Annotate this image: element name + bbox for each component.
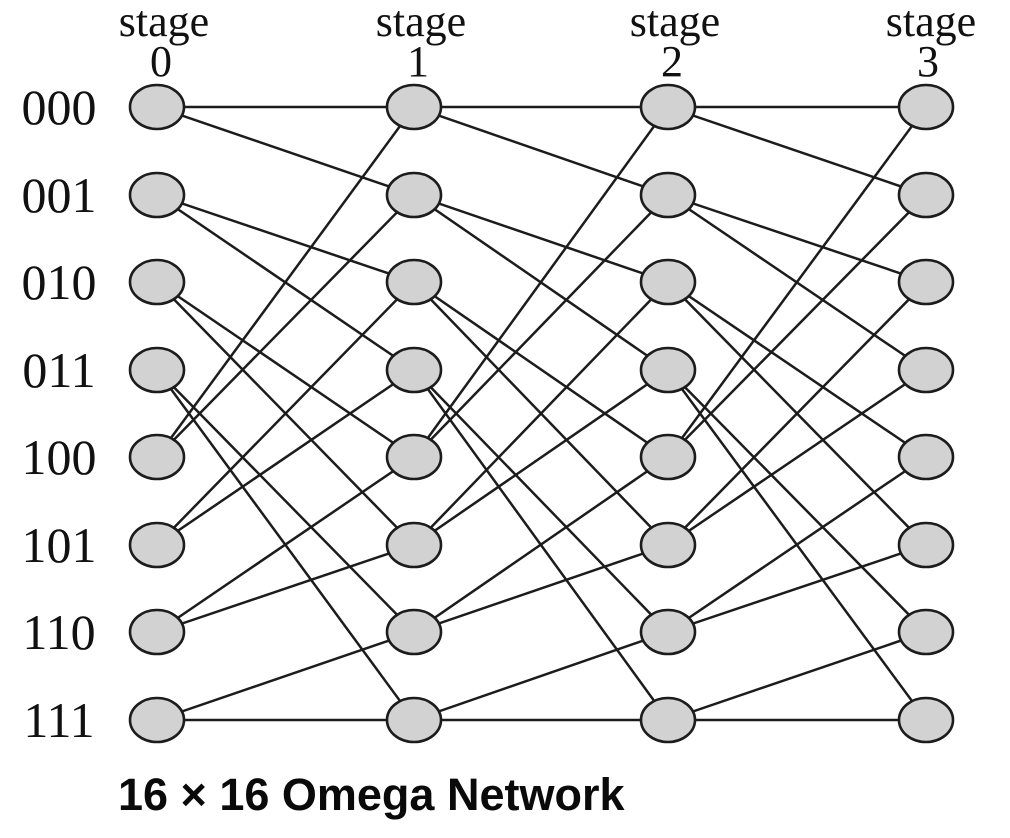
- switch-node-stage2-row100: [639, 433, 697, 481]
- edge-gap1-3-to-6: [413, 369, 669, 633]
- switch-node-stage2-row101: [639, 521, 697, 569]
- edge-gap2-0-to-1: [667, 105, 927, 197]
- edge-gap0-3-to-6: [156, 369, 415, 633]
- edge-gap0-4-to-0: [155, 106, 416, 458]
- switch-node-stage1-row000: [385, 83, 443, 131]
- switch-node-stage0-row011: [128, 346, 186, 394]
- row-label-2: 010: [22, 254, 97, 310]
- stage-0-number: 0: [150, 37, 172, 86]
- switch-node-stage1-row011: [385, 346, 443, 394]
- switch-node-stage2-row011: [639, 346, 697, 394]
- shuffle-edges-layer: [155, 105, 928, 722]
- edge-gap2-4-to-0: [666, 106, 928, 458]
- switch-node-stage1-row100: [385, 433, 443, 481]
- switch-node-stage2-row000: [639, 83, 697, 131]
- row-label-0: 000: [22, 79, 97, 135]
- edge-gap1-1-to-2: [413, 193, 669, 284]
- switch-node-stage3-row011: [897, 346, 955, 394]
- edge-gap1-5-to-2: [413, 281, 669, 546]
- edge-gap0-0-to-1: [156, 105, 415, 197]
- row-label-6: 110: [22, 604, 95, 660]
- switch-node-stage0-row000: [128, 83, 186, 131]
- edge-gap2-5-to-2: [667, 281, 927, 546]
- row-labels: 000 001 010 011 100 101 110 111: [22, 79, 97, 748]
- edge-gap1-6-to-4: [413, 455, 669, 634]
- switch-node-stage1-row111: [385, 696, 443, 744]
- row-label-1: 001: [22, 167, 97, 223]
- switch-node-stage0-row111: [128, 696, 186, 744]
- stage-3-number: 3: [917, 37, 939, 86]
- row-label-7: 111: [23, 692, 94, 748]
- edge-gap1-4-to-0: [412, 106, 670, 458]
- edge-gap1-5-to-3: [413, 368, 669, 547]
- switch-node-stage3-row111: [897, 696, 955, 744]
- row-label-5: 101: [22, 517, 97, 573]
- edge-gap0-6-to-4: [156, 455, 415, 634]
- edge-gap1-2-to-4: [413, 280, 669, 459]
- stage-labels: stage 0 stage 1 stage 2 stage 3: [119, 0, 976, 86]
- edge-gap1-6-to-5: [413, 543, 669, 634]
- switch-node-stage1-row001: [385, 171, 443, 219]
- edge-gap2-5-to-3: [667, 368, 927, 547]
- edge-gap2-6-to-4: [667, 455, 927, 634]
- caption: 16 × 16 Omega Network: [118, 769, 625, 820]
- edge-gap0-6-to-5: [156, 543, 415, 634]
- edge-gap0-4-to-1: [156, 194, 415, 458]
- switch-node-stage3-row010: [897, 258, 955, 306]
- switch-node-stage1-row010: [385, 258, 443, 306]
- switch-node-stage3-row000: [897, 83, 955, 131]
- stage-2-word: stage: [630, 0, 720, 46]
- stage-1-word: stage: [376, 0, 466, 46]
- edge-gap0-2-to-4: [156, 280, 415, 459]
- edge-gap2-3-to-6: [667, 369, 927, 633]
- switch-node-stage0-row010: [128, 258, 186, 306]
- edge-gap2-1-to-2: [667, 193, 927, 284]
- stage-0-word: stage: [119, 0, 209, 46]
- row-label-3: 011: [22, 342, 95, 398]
- switch-node-stage1-row110: [385, 608, 443, 656]
- switch-node-stage3-row001: [897, 171, 955, 219]
- switch-node-stage2-row110: [639, 608, 697, 656]
- switch-node-stage3-row100: [897, 433, 955, 481]
- stage-1-number: 1: [407, 37, 429, 86]
- edge-gap0-5-to-3: [156, 368, 415, 547]
- edge-gap2-7-to-6: [667, 630, 927, 722]
- edge-gap0-1-to-2: [156, 193, 415, 284]
- row-label-4: 100: [22, 429, 97, 485]
- edge-gap2-2-to-4: [667, 280, 927, 459]
- switch-node-stage0-row110: [128, 608, 186, 656]
- edge-gap1-0-to-1: [413, 105, 669, 197]
- switch-node-stage2-row001: [639, 171, 697, 219]
- stage-2-number: 2: [661, 37, 683, 86]
- switch-node-stage0-row101: [128, 521, 186, 569]
- switch-node-stage0-row100: [128, 433, 186, 481]
- switch-node-stage2-row111: [639, 696, 697, 744]
- edge-gap0-5-to-2: [156, 281, 415, 546]
- edge-gap1-4-to-1: [413, 194, 669, 458]
- switch-node-stage3-row101: [897, 521, 955, 569]
- stage-3-word: stage: [886, 0, 976, 46]
- edge-gap1-7-to-6: [413, 630, 669, 722]
- switch-node-stage3-row110: [897, 608, 955, 656]
- switch-nodes-layer: [128, 83, 955, 744]
- edge-gap2-6-to-5: [667, 543, 927, 634]
- edge-gap0-7-to-6: [156, 630, 415, 722]
- switch-node-stage1-row101: [385, 521, 443, 569]
- switch-node-stage2-row010: [639, 258, 697, 306]
- edge-gap2-4-to-1: [667, 194, 927, 458]
- switch-node-stage0-row001: [128, 171, 186, 219]
